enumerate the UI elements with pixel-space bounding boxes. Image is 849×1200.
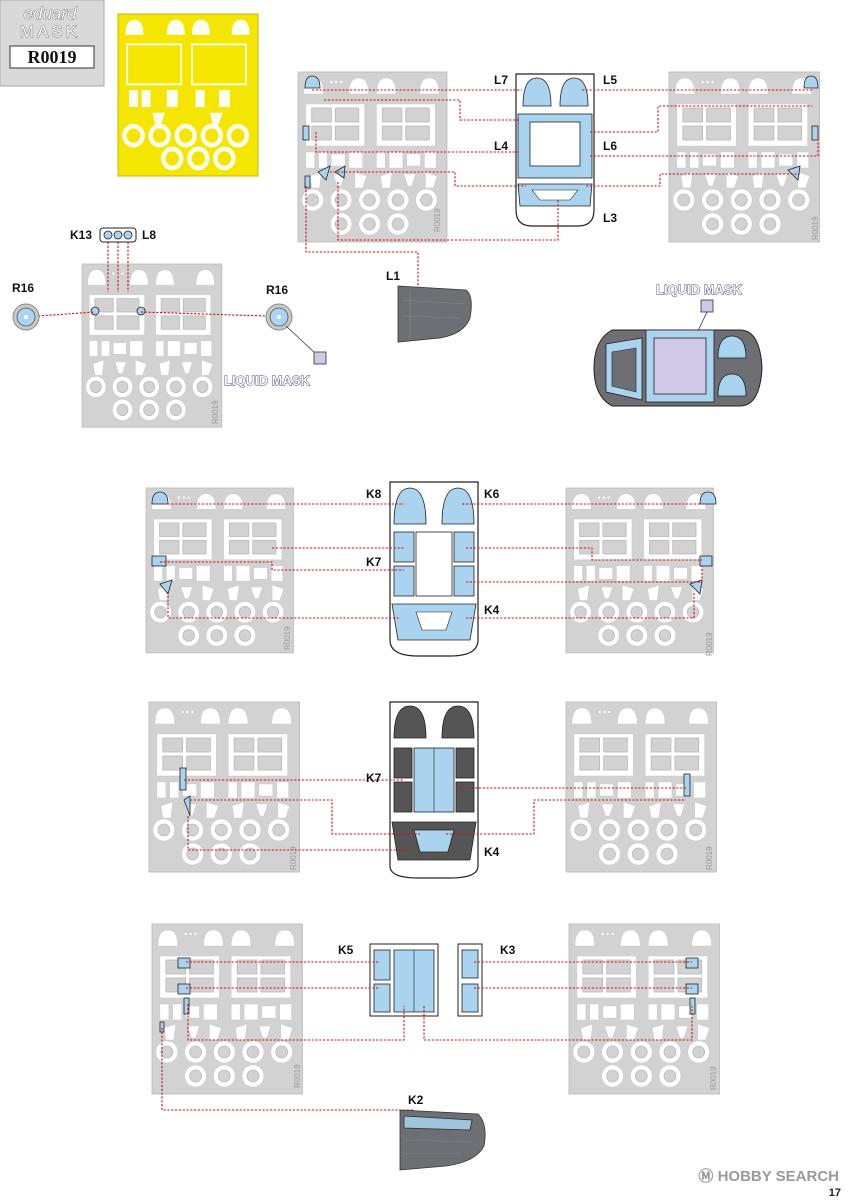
sheet-s1-left: R0019 [297,71,448,243]
label-L7: L7 [494,73,508,87]
sheet-s3-left: R0019 [145,487,294,654]
label-K6: K6 [484,487,500,501]
label-L8: L8 [142,228,156,242]
label-K8: K8 [366,487,382,501]
label-K7-b: K7 [366,771,382,785]
brand-top: eduard [24,4,77,23]
label-L3: L3 [603,211,617,225]
sheet-code: R0019 [289,846,298,870]
part-K2: K2 [399,1093,486,1171]
sheet-code: R0019 [811,216,820,240]
liquid-mask-canopy: LIQUID MASK [593,282,763,407]
sheet-s2: R0019 [81,263,223,428]
hobby-search-icon: Ⓜ [698,1168,714,1185]
label-K2: K2 [408,1093,424,1107]
sheet-code: R0019 [709,1066,718,1090]
label-R16-left: R16 [12,281,34,295]
label-K7-a: K7 [366,555,382,569]
wheel-R16-left [12,303,40,331]
label-K3: K3 [500,943,516,957]
label-L5: L5 [603,73,617,87]
canopy-top-view-1 [515,73,595,227]
wheel-R16-right [265,303,327,365]
label-K4-a: K4 [484,603,500,617]
leaders-s1 [305,89,819,292]
liquid-mask-label-2: LIQUID MASK [656,282,743,297]
label-L4: L4 [494,139,508,153]
liquid-mask-label-1: LIQUID MASK [224,373,311,388]
label-K5: K5 [338,943,354,957]
sheet-s5-right: R0019 [568,923,720,1095]
leaders-s2 [37,242,267,317]
canopy-side-panel-K5 [369,943,439,1017]
sheet-code: R0019 [293,1064,302,1088]
sheet-code: R0019 [211,400,220,424]
canopy-top-view-3 [389,701,479,879]
sheet-s4-right: R0019 [565,701,717,873]
label-K4-b: K4 [484,845,500,859]
label-L1: L1 [386,269,400,283]
sheet-code: R0019 [705,632,714,656]
part-L1: L1 [386,269,472,343]
sheet-code: R0019 [433,208,442,232]
canopy-top-view-2 [389,481,479,657]
footer-logo-text: HOBBY SEARCH [717,1168,839,1185]
footer-logo: Ⓜ HOBBY SEARCH [698,1165,839,1186]
brand-bottom: MASK [20,22,80,41]
label-L6: L6 [603,139,617,153]
canopy-side-panel-K3 [457,943,483,1017]
sheet-code: R0019 [283,626,292,650]
leaders-s4 [184,779,686,851]
leaders-s3 [160,503,708,619]
sheet-code: R0019 [705,846,714,870]
brand-code: R0019 [28,47,77,67]
label-K13: K13 [70,228,92,242]
label-R16-right: R16 [266,283,288,297]
sheet-s5-left: R0019 [151,923,303,1095]
sheet-s3-right: R0019 [565,487,717,656]
sheet-s1-right: R0019 [668,71,820,243]
sheet-s4-left: R0019 [148,701,300,873]
yellow-mask-sheet [117,13,259,177]
small-mask-group [99,227,137,243]
page-number: 17 [828,1187,841,1199]
brand-box: eduard MASK R0019 [0,0,105,87]
